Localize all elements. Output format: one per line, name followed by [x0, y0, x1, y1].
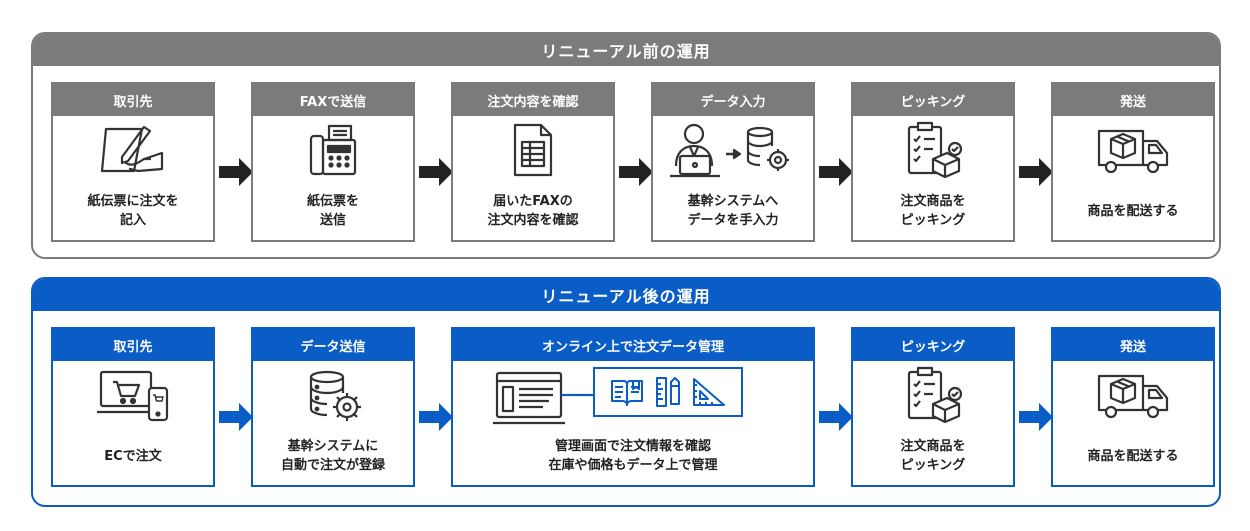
fax-machine-icon — [253, 116, 413, 184]
after-panel-title: リニューアル後の運用 — [33, 279, 1219, 311]
before-step-shipping: 発送 商品を配送する — [1051, 82, 1215, 242]
operator-database-icon — [653, 116, 813, 184]
tools-box — [593, 367, 743, 417]
arrow-right-icon — [219, 403, 253, 431]
arrow-right-icon — [419, 403, 453, 431]
step-label: ピッキング — [853, 329, 1013, 361]
step-label: 発送 — [1053, 84, 1213, 116]
before-step-picking: ピッキング 注文商品を ピッキング — [851, 82, 1015, 242]
delivery-truck-icon — [1053, 116, 1213, 184]
step-description: ECで注文 — [104, 448, 162, 464]
step-description: 紙伝票に注文を 記入 — [87, 194, 179, 228]
step-description: 基幹システムに 自動で注文が登録 — [280, 439, 385, 473]
hand-writing-icon — [53, 116, 213, 184]
arrow-right-icon — [819, 403, 853, 431]
open-book-icon — [611, 380, 644, 406]
admin-screen-icon — [453, 361, 813, 429]
before-step-data-entry: データ入力 基幹システムへ データを手入力 — [651, 82, 815, 242]
before-step-confirm: 注文内容を確認 届いたFAXの 注文内容を確認 — [451, 82, 615, 242]
step-description: 商品を配送する — [1087, 448, 1179, 464]
step-label: データ入力 — [653, 84, 813, 116]
before-panel-title: リニューアル前の運用 — [33, 34, 1219, 66]
after-step-data-send: データ送信 基幹システムに 自動で注文が登録 — [251, 327, 415, 487]
ruler-pencil-icon — [655, 377, 680, 407]
triangle-ruler-icon — [692, 378, 725, 406]
step-label: 注文内容を確認 — [453, 84, 613, 116]
arrow-right-icon — [219, 158, 253, 186]
spreadsheet-document-icon — [453, 116, 613, 184]
step-description: 注文商品を ピッキング — [900, 439, 966, 473]
step-description: 注文商品を ピッキング — [900, 194, 966, 228]
step-label: FAXで送信 — [253, 84, 413, 116]
before-step-client: 取引先 紙伝票に注文を 記入 — [51, 82, 215, 242]
after-renewal-panel: リニューアル後の運用 取引先 ECで注文 データ送信 — [31, 277, 1221, 507]
ec-shopping-cart-icon — [53, 361, 213, 429]
step-label: 取引先 — [53, 84, 213, 116]
arrow-right-icon — [819, 158, 853, 186]
after-step-client: 取引先 ECで注文 — [51, 327, 215, 487]
after-step-online-management: オンライン上で注文データ管理 — [451, 327, 815, 487]
checklist-box-icon — [853, 361, 1013, 429]
step-description: 商品を配送する — [1087, 203, 1179, 219]
database-gear-icon — [253, 361, 413, 429]
step-description: 紙伝票を 送信 — [306, 194, 359, 228]
checklist-box-icon — [853, 116, 1013, 184]
step-label: データ送信 — [253, 329, 413, 361]
step-label: オンライン上で注文データ管理 — [453, 329, 813, 361]
step-description: 管理画面で注文情報を確認 在庫や価格もデータ上で管理 — [548, 439, 718, 473]
before-step-fax: FAXで送信 紙伝票を 送信 — [251, 82, 415, 242]
step-label: ピッキング — [853, 84, 1013, 116]
step-label: 取引先 — [53, 329, 213, 361]
arrow-right-icon — [419, 158, 453, 186]
after-step-shipping: 発送 商品を配送する — [1051, 327, 1215, 487]
step-label: 発送 — [1053, 329, 1213, 361]
step-description: 届いたFAXの 注文内容を確認 — [487, 194, 579, 228]
delivery-truck-icon — [1053, 361, 1213, 429]
arrow-right-icon — [619, 158, 653, 186]
after-step-picking: ピッキング 注文商品を ピッキング — [851, 327, 1015, 487]
step-description: 基幹システムへ データを手入力 — [687, 194, 779, 228]
arrow-right-icon — [1019, 158, 1053, 186]
arrow-right-icon — [1019, 403, 1053, 431]
before-renewal-panel: リニューアル前の運用 取引先 紙伝票に注文を 記入 FAXで送信 — [31, 32, 1221, 259]
